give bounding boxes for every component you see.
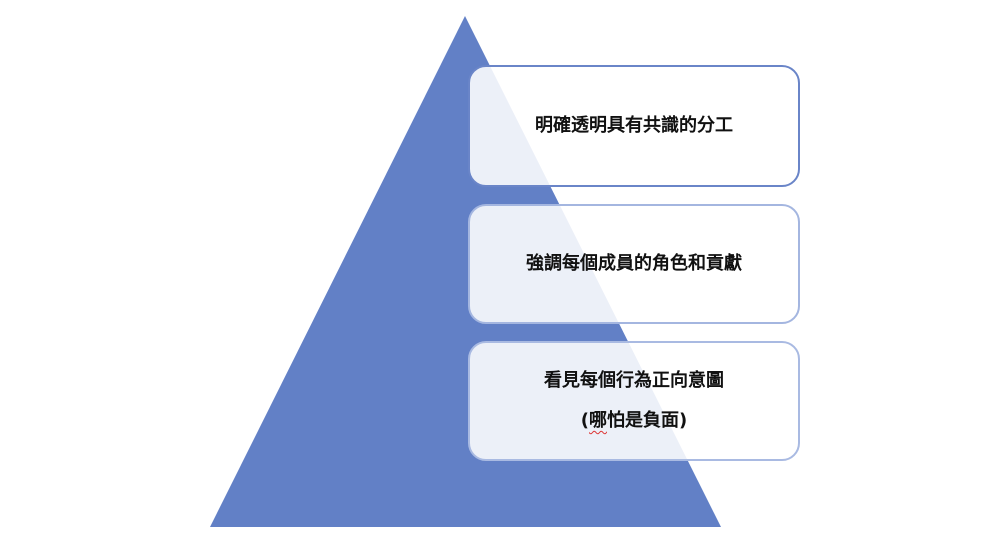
paren-open: (: [580, 410, 589, 431]
spellcheck-flagged-word: 哪: [589, 410, 607, 431]
level-2-text: 強調每個成員的角色和貢獻: [526, 253, 742, 274]
pyramid-level-2[interactable]: 強調每個成員的角色和貢獻: [468, 204, 800, 324]
level-3-rest: 怕是負面): [607, 410, 688, 431]
pyramid-level-1[interactable]: 明確透明具有共識的分工: [468, 65, 800, 187]
level-3-text-line-2: (哪怕是負面): [581, 401, 687, 441]
level-1-text: 明確透明具有共識的分工: [535, 115, 733, 136]
pyramid-level-3[interactable]: 看見每個行為正向意圖 (哪怕是負面): [468, 341, 800, 461]
level-3-text-line-1: 看見每個行為正向意圖: [544, 370, 724, 391]
